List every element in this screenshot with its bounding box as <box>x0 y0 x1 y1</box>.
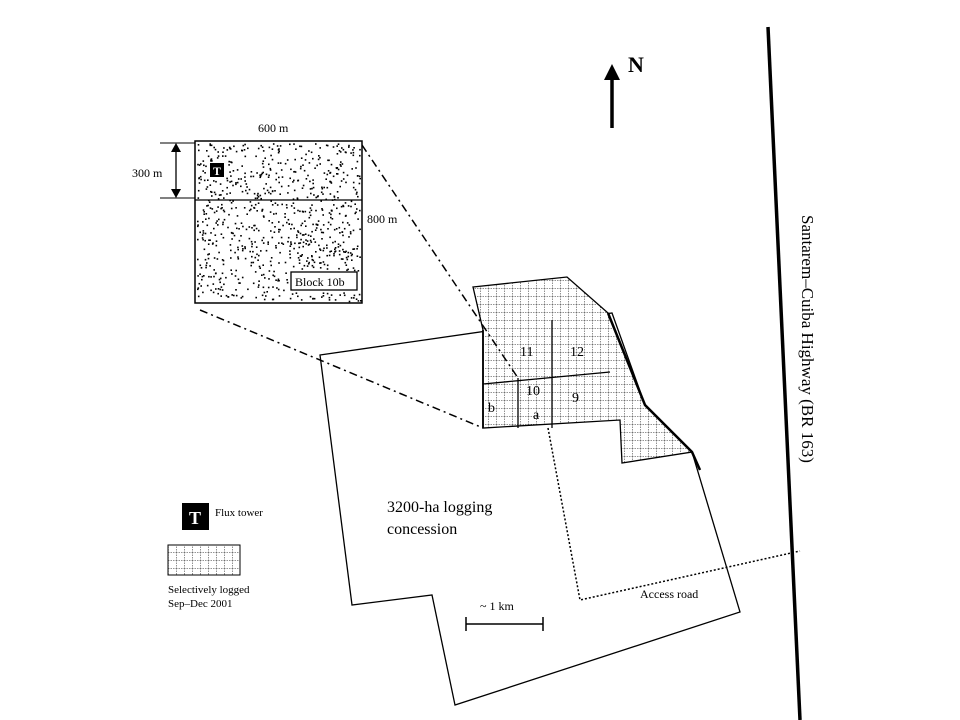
scale-label: ~ 1 km <box>480 599 514 613</box>
highway-line <box>766 26 802 720</box>
inset-length-label: 800 m <box>367 212 398 226</box>
flux-tower-icon <box>210 163 224 177</box>
legend-tower-label: Flux tower <box>215 507 263 519</box>
access-road-label: Access road <box>640 587 698 601</box>
legend-flux-tower-icon <box>182 503 209 530</box>
block-9-label: 9 <box>572 391 579 406</box>
block-a-label: a <box>533 408 540 423</box>
access-road <box>547 427 801 601</box>
inset-height-label: 300 m <box>132 166 163 180</box>
block-10b-label: Block 10b <box>295 275 345 289</box>
callout-line <box>199 309 484 429</box>
north-label: N <box>628 52 644 77</box>
inset-width-label: 600 m <box>258 121 289 135</box>
forest-dots <box>197 143 362 303</box>
tower-glyph: T <box>213 164 221 178</box>
highway-label: Santarem–Cuiba Highway (BR 163) <box>798 215 817 463</box>
block-10-label: 10 <box>526 384 540 399</box>
block-12-label: 12 <box>570 345 584 360</box>
legend-logged-swatch <box>167 544 241 576</box>
block-line <box>482 371 611 385</box>
block-11-label: 11 <box>520 345 533 360</box>
block-b-label: b <box>488 401 495 416</box>
legend-tower-glyph: T <box>189 508 201 528</box>
